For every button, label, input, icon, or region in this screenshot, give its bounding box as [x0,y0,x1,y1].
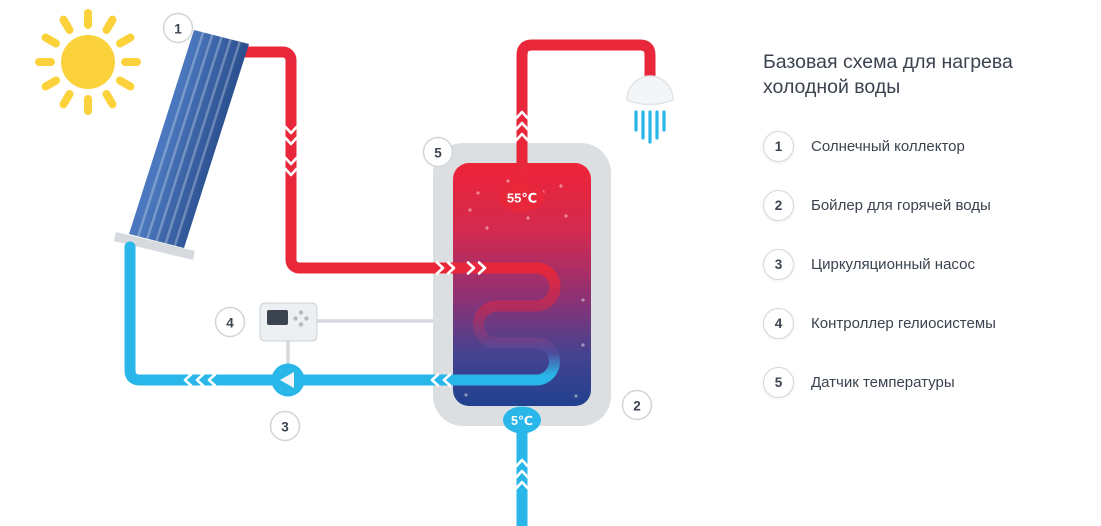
flow-arrows-left-icon [183,373,452,387]
circulation-pump [271,363,305,397]
legend-label: Солнечный коллектор [811,137,965,155]
shower-streams [634,110,666,144]
legend-item-collector: 1 Солнечный коллектор [763,130,1093,162]
hot-outlet-pipe [516,39,656,203]
legend-badge: 4 [763,307,794,339]
controller-device [259,302,318,342]
marker-pump-number: 3 [281,420,289,435]
marker-sensor: 5 [422,136,454,168]
page-title: Базовая схема для нагрева холодной воды [763,51,1013,99]
legend-label: Датчик температуры [811,373,955,391]
cold-temp-label: 5℃ [511,414,533,428]
pump-arrow-icon [280,372,294,388]
hot-feed-pipe [227,46,468,274]
flow-arrows-down-icon [284,125,298,177]
hot-temp-badge: 55℃ [499,182,545,212]
legend-label: Бойлер для горячей воды [811,196,991,214]
flow-arrows [183,110,529,490]
hot-temp-label: 55℃ [507,191,537,206]
marker-pump: 3 [269,410,301,442]
marker-boiler-number: 2 [633,399,641,414]
legend-badge: 5 [763,366,794,398]
legend-label: Контроллер гелиосистемы [811,314,996,332]
legend-item-boiler: 2 Бойлер для горячей воды [763,189,1093,221]
flow-arrows-up-cold-icon [515,458,529,490]
controller-screen [267,310,288,325]
legend-badge: 2 [763,189,794,221]
diagram-markers: 1 5 2 3 4 [162,12,653,442]
controller-buttons [293,310,309,327]
legend-item-controller: 4 Контроллер гелиосистемы [763,307,1093,339]
cold-temp-badge: 5℃ [503,406,541,434]
marker-controller-number: 4 [226,316,234,331]
legend-item-pump: 3 Циркуляционный насос [763,248,1093,280]
legend-panel: Базовая схема для нагрева холодной воды … [763,50,1093,426]
heat-exchanger-coil [450,262,561,386]
legend-item-sensor: 5 Датчик температуры [763,366,1093,398]
collector-stand [114,232,195,260]
marker-controller: 4 [214,306,246,338]
legend-badge: 1 [763,130,794,162]
shower-icon [626,75,674,144]
marker-sensor-number: 5 [434,146,442,161]
solar-collector [129,30,249,248]
solar-heating-diagram: 55℃ 5℃ [35,9,674,526]
sun-icon [35,9,141,115]
flow-arrows-up-hot-icon [515,110,529,142]
flow-arrows-right-icon [435,261,487,275]
legend-label: Циркуляционный насос [811,255,975,273]
marker-collector: 1 [162,12,194,44]
marker-boiler: 2 [621,389,653,421]
cold-return-pipe [124,241,458,386]
marker-collector-number: 1 [174,22,182,37]
legend-badge: 3 [763,248,794,280]
